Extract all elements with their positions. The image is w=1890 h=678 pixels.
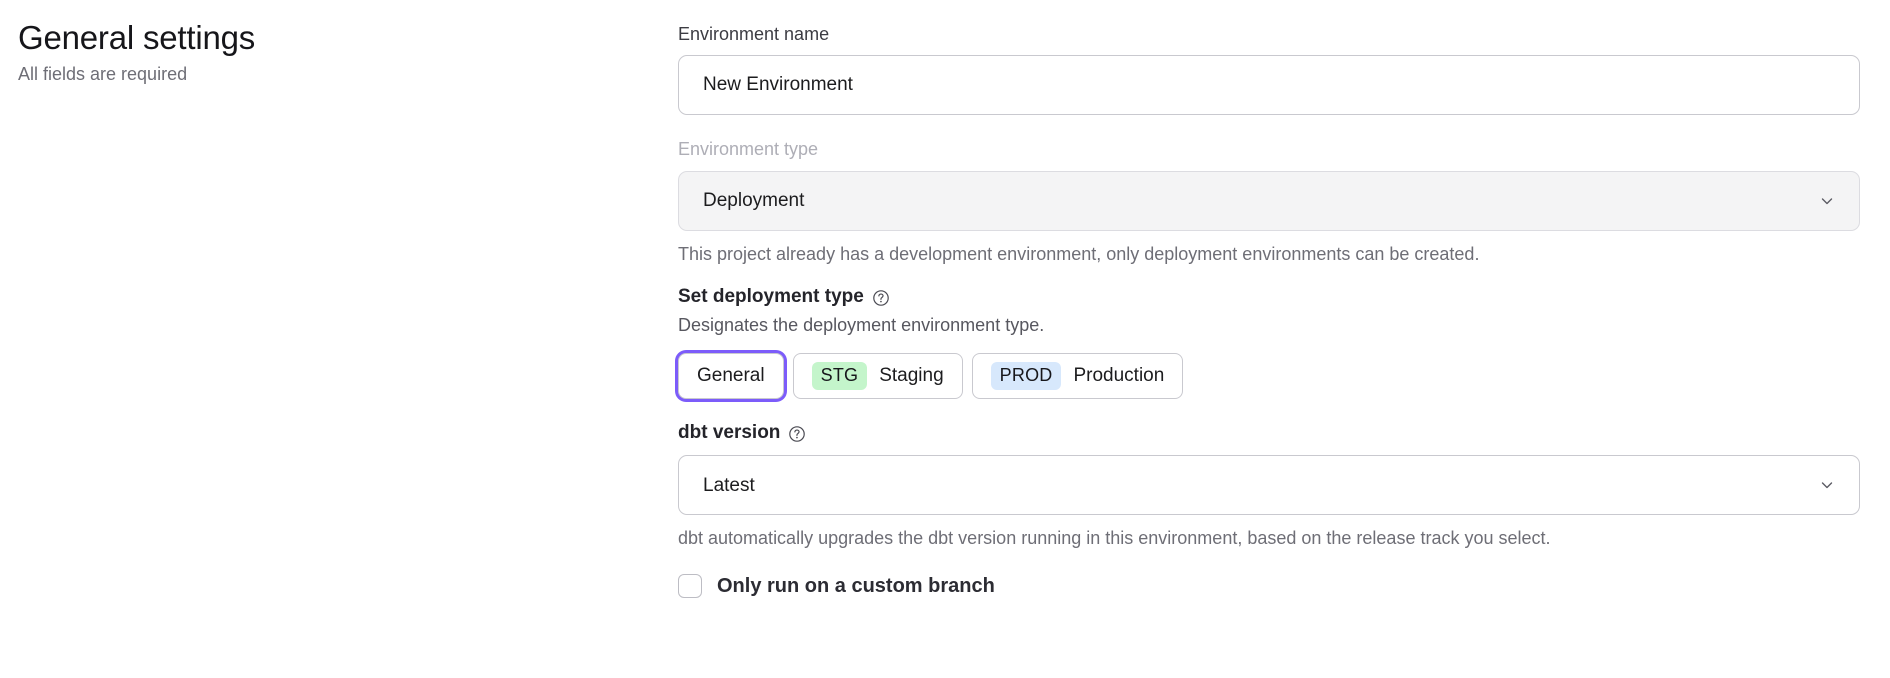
deployment-type-label-row: Set deployment type [678,285,1860,310]
settings-intro-column: General settings All fields are required [0,0,678,87]
deployment-type-label: Set deployment type [678,285,864,310]
custom-branch-label[interactable]: Only run on a custom branch [717,576,995,596]
page-title: General settings [18,18,678,58]
deployment-type-option-production-label: Production [1073,365,1164,387]
deployment-type-option-general-label: General [697,365,765,387]
environment-name-input[interactable]: New Environment [678,55,1860,115]
dbt-version-label-row: dbt version [678,421,1860,446]
page-subtitle: All fields are required [18,62,678,87]
dbt-version-field: dbt version Latest dbt automatica [678,421,1860,552]
chevron-down-icon [1819,477,1835,493]
custom-branch-checkbox[interactable] [678,574,702,598]
staging-badge: STG [812,362,868,390]
deployment-type-option-production[interactable]: PROD Production [972,353,1184,399]
environment-name-value: New Environment [703,74,853,96]
deployment-type-option-staging[interactable]: STG Staging [793,353,963,399]
question-circle-icon[interactable] [872,289,890,307]
chevron-down-icon [1819,193,1835,209]
dbt-version-label: dbt version [678,421,780,446]
deployment-type-option-general[interactable]: General [678,353,784,399]
settings-form-column: Environment name New Environment Environ… [678,0,1890,598]
deployment-type-description: Designates the deployment environment ty… [678,313,1860,338]
question-circle-icon[interactable] [788,425,806,443]
deployment-type-option-staging-label: Staging [879,365,943,387]
production-badge: PROD [991,362,1062,390]
environment-type-select: Deployment [678,171,1860,231]
environment-type-label: Environment type [678,137,1860,161]
deployment-type-field: Set deployment type Designates the deplo… [678,285,1860,399]
environment-type-helper: This project already has a development e… [678,242,1860,267]
environment-type-field: Environment type Deployment This project… [678,137,1860,266]
environment-type-value: Deployment [703,191,804,210]
dbt-version-value: Latest [703,476,755,495]
dbt-version-helper: dbt automatically upgrades the dbt versi… [678,526,1860,551]
environment-name-label: Environment name [678,22,1860,46]
deployment-type-options: General STG Staging PROD Production [678,353,1860,399]
environment-name-field: Environment name New Environment [678,22,1860,115]
custom-branch-row: Only run on a custom branch [678,574,1860,598]
dbt-version-select[interactable]: Latest [678,455,1860,515]
